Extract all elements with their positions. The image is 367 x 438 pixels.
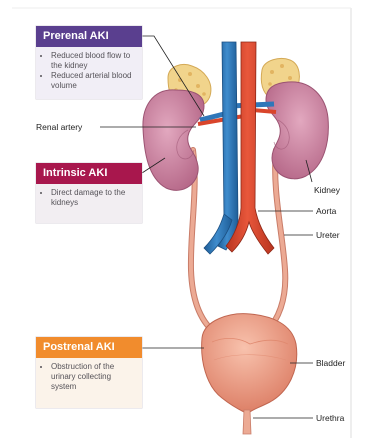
ureter-label: Ureter: [316, 230, 340, 240]
left-kidney: [143, 90, 204, 190]
postrenal-aki-card: Postrenal AKI Obstruction of the urinary…: [36, 337, 142, 408]
bladder-label: Bladder: [316, 358, 345, 368]
postrenal-bullet: Obstruction of the urinary collecting sy…: [51, 362, 136, 392]
prerenal-aki-bullets: Reduced blood flow to the kidney Reduced…: [42, 51, 136, 91]
right-kidney: [266, 82, 328, 179]
postrenal-aki-body: Obstruction of the urinary collecting sy…: [36, 358, 142, 408]
postrenal-aki-title: Postrenal AKI: [36, 337, 142, 358]
bladder: [202, 314, 297, 412]
prerenal-aki-body: Reduced blood flow to the kidney Reduced…: [36, 47, 142, 99]
intrinsic-aki-title: Intrinsic AKI: [36, 163, 142, 184]
intrinsic-aki-body: Direct damage to the kidneys: [36, 184, 142, 223]
urethra-label: Urethra: [316, 413, 344, 423]
postrenal-aki-bullets: Obstruction of the urinary collecting sy…: [42, 362, 136, 392]
prerenal-aki-title: Prerenal AKI: [36, 26, 142, 47]
prerenal-bullet: Reduced arterial blood volume: [51, 71, 136, 91]
prerenal-bullet: Reduced blood flow to the kidney: [51, 51, 136, 71]
intrinsic-aki-bullets: Direct damage to the kidneys: [42, 188, 136, 208]
aorta-label: Aorta: [316, 206, 336, 216]
intrinsic-bullet: Direct damage to the kidneys: [51, 188, 136, 208]
kidney-label: Kidney: [314, 185, 340, 195]
prerenal-aki-card: Prerenal AKI Reduced blood flow to the k…: [36, 26, 142, 99]
urethra: [243, 410, 251, 434]
intrinsic-aki-card: Intrinsic AKI Direct damage to the kidne…: [36, 163, 142, 223]
renal-artery-label: Renal artery: [36, 122, 82, 132]
